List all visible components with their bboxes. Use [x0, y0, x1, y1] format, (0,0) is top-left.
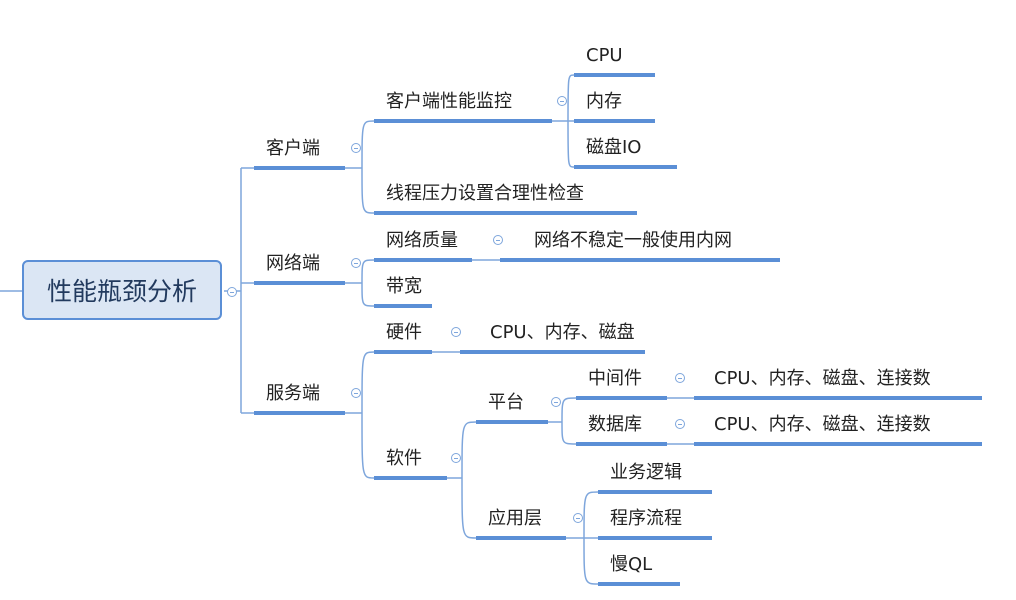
node-label[interactable]: 带宽 — [386, 276, 422, 297]
branch-curve — [461, 421, 477, 479]
collapse-toggle-icon[interactable] — [557, 96, 567, 106]
branch-curve — [561, 397, 577, 423]
collapse-toggle-icon[interactable] — [493, 235, 503, 245]
node-label[interactable]: 内存 — [586, 91, 622, 112]
node-label[interactable]: 线程压力设置合理性检查 — [386, 183, 584, 204]
node-label[interactable]: CPU — [586, 45, 623, 66]
root-node-label: 性能瓶颈分析 — [46, 277, 197, 306]
collapse-toggle-icon[interactable] — [451, 327, 461, 337]
node-label[interactable]: 网络质量 — [386, 230, 458, 251]
branch-curve — [583, 537, 599, 585]
node-label[interactable]: 中间件 — [588, 368, 642, 389]
node-label[interactable]: 服务端 — [266, 383, 320, 404]
node-label[interactable]: 磁盘IO — [586, 137, 642, 158]
node-label[interactable]: 程序流程 — [610, 508, 682, 529]
root-node[interactable]: 性能瓶颈分析 — [22, 260, 222, 320]
node-label[interactable]: CPU、内存、磁盘、连接数 — [714, 368, 931, 389]
node-label[interactable]: 网络不稳定一般使用内网 — [534, 230, 732, 251]
node-label[interactable]: CPU、内存、磁盘 — [490, 322, 635, 343]
branch-curve — [361, 412, 375, 479]
collapse-toggle-icon[interactable] — [351, 388, 361, 398]
node-label[interactable]: 客户端 — [266, 138, 320, 159]
collapse-toggle-icon[interactable] — [675, 419, 685, 429]
branch-curve — [361, 259, 375, 284]
node-label[interactable]: 业务逻辑 — [610, 462, 682, 483]
collapse-toggle-icon[interactable] — [227, 287, 237, 297]
branch-curve — [583, 491, 599, 539]
node-label[interactable]: 网络端 — [266, 253, 320, 274]
node-label[interactable]: CPU、内存、磁盘、连接数 — [714, 414, 931, 435]
branch-curve — [361, 120, 375, 169]
collapse-toggle-icon[interactable] — [351, 143, 361, 153]
node-label[interactable]: 慢QL — [610, 554, 653, 575]
collapse-toggle-icon[interactable] — [351, 258, 361, 268]
node-label[interactable]: 应用层 — [488, 508, 542, 529]
collapse-toggle-icon[interactable] — [551, 397, 561, 407]
branch-curve — [361, 282, 375, 307]
collapse-toggle-icon[interactable] — [675, 373, 685, 383]
branch-curve — [461, 477, 477, 539]
collapse-toggle-icon[interactable] — [573, 513, 583, 523]
node-label[interactable]: 硬件 — [386, 322, 422, 343]
node-label[interactable]: 软件 — [386, 448, 422, 469]
branch-curve — [361, 167, 375, 214]
node-label[interactable]: 客户端性能监控 — [386, 91, 512, 112]
branch-curve — [567, 74, 575, 122]
branch-curve — [361, 351, 375, 414]
collapse-toggle-icon[interactable] — [451, 453, 461, 463]
node-label[interactable]: 平台 — [488, 392, 524, 413]
branch-curve — [567, 120, 575, 168]
branch-curve — [561, 421, 577, 445]
node-label[interactable]: 数据库 — [588, 414, 642, 435]
